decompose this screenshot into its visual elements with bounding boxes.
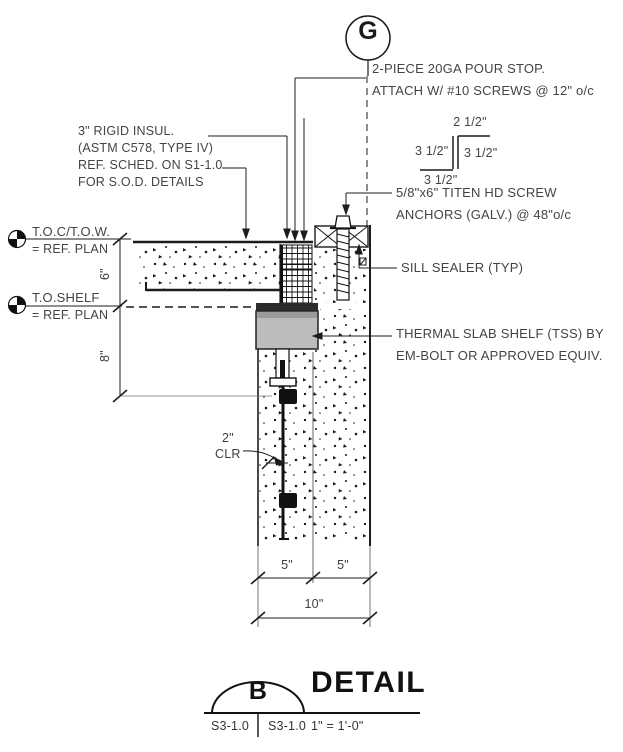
dim-width-total: 10" [304, 597, 324, 611]
toshelf-label: T.O.SHELF [32, 290, 100, 305]
clr-dim-label: CLR [215, 447, 241, 461]
toc-label: T.O.C/T.O.W. [32, 224, 111, 239]
datum-target-icon [7, 229, 27, 249]
insul-note-line4: FOR S.O.D. DETAILS [78, 175, 204, 189]
rigid-insulation [280, 244, 313, 304]
slab-section [133, 240, 313, 303]
dim-width-left: 5" [281, 558, 293, 572]
datum-target-icon [7, 295, 27, 315]
tss-note-line2: EM-BOLT OR APPROVED EQUIV. [396, 348, 603, 363]
sheet-ref-right: S3-1.0 [267, 719, 307, 733]
detail-title: DETAIL [311, 666, 427, 699]
titen-note-line2: ANCHORS (GALV.) @ 48"o/c [396, 207, 572, 222]
grid-bubble-label: G [358, 17, 378, 45]
thermal-slab-shelf [255, 303, 319, 350]
profile-dim-bottom: 3 1/2" [424, 173, 458, 187]
leader-lines [208, 77, 397, 470]
insul-note-line2: (ASTM C578, TYPE IV) [78, 141, 214, 155]
embolt-anchor-rebar [269, 348, 297, 540]
pour-stop-profile [420, 135, 490, 171]
detail-scale: 1" = 1'-0" [311, 719, 364, 733]
insul-note-line1: 3" RIGID INSUL. [78, 124, 175, 138]
dim-upper-height: 6" [98, 268, 112, 280]
titen-screw-anchor [330, 215, 356, 301]
elevation-markers [7, 229, 256, 315]
dim-lower-height: 8" [98, 350, 112, 362]
pour-stop-note-line1: 2-PIECE 20GA POUR STOP. [372, 61, 546, 76]
dim-width-right: 5" [337, 558, 349, 572]
sheet-ref-left: S3-1.0 [210, 719, 250, 733]
toc-ref: = REF. PLAN [32, 242, 109, 256]
toshelf-ref: = REF. PLAN [32, 308, 109, 322]
profile-dim-top: 2 1/2" [453, 115, 487, 129]
pour-stop-note-line2: ATTACH W/ #10 SCREWS @ 12" o/c [372, 83, 594, 98]
bottom-dimensions [250, 546, 378, 627]
vertical-dimensions [112, 232, 272, 403]
insul-note-line3: REF. SCHED. ON S1-1.0 [78, 158, 223, 172]
titen-note-line1: 5/8"x6" TITEN HD SCREW [396, 185, 557, 200]
sill-sealer-note: SILL SEALER (TYP) [401, 260, 524, 275]
profile-dim-left: 3 1/2" [415, 144, 449, 158]
tss-note-line1: THERMAL SLAB SHELF (TSS) BY [396, 326, 604, 341]
profile-dim-right: 3 1/2" [464, 146, 498, 160]
detail-title-bubble [204, 681, 420, 737]
detail-letter: B [248, 677, 268, 705]
clr-dim-value: 2" [222, 431, 234, 445]
grid-line-g [345, 15, 391, 226]
